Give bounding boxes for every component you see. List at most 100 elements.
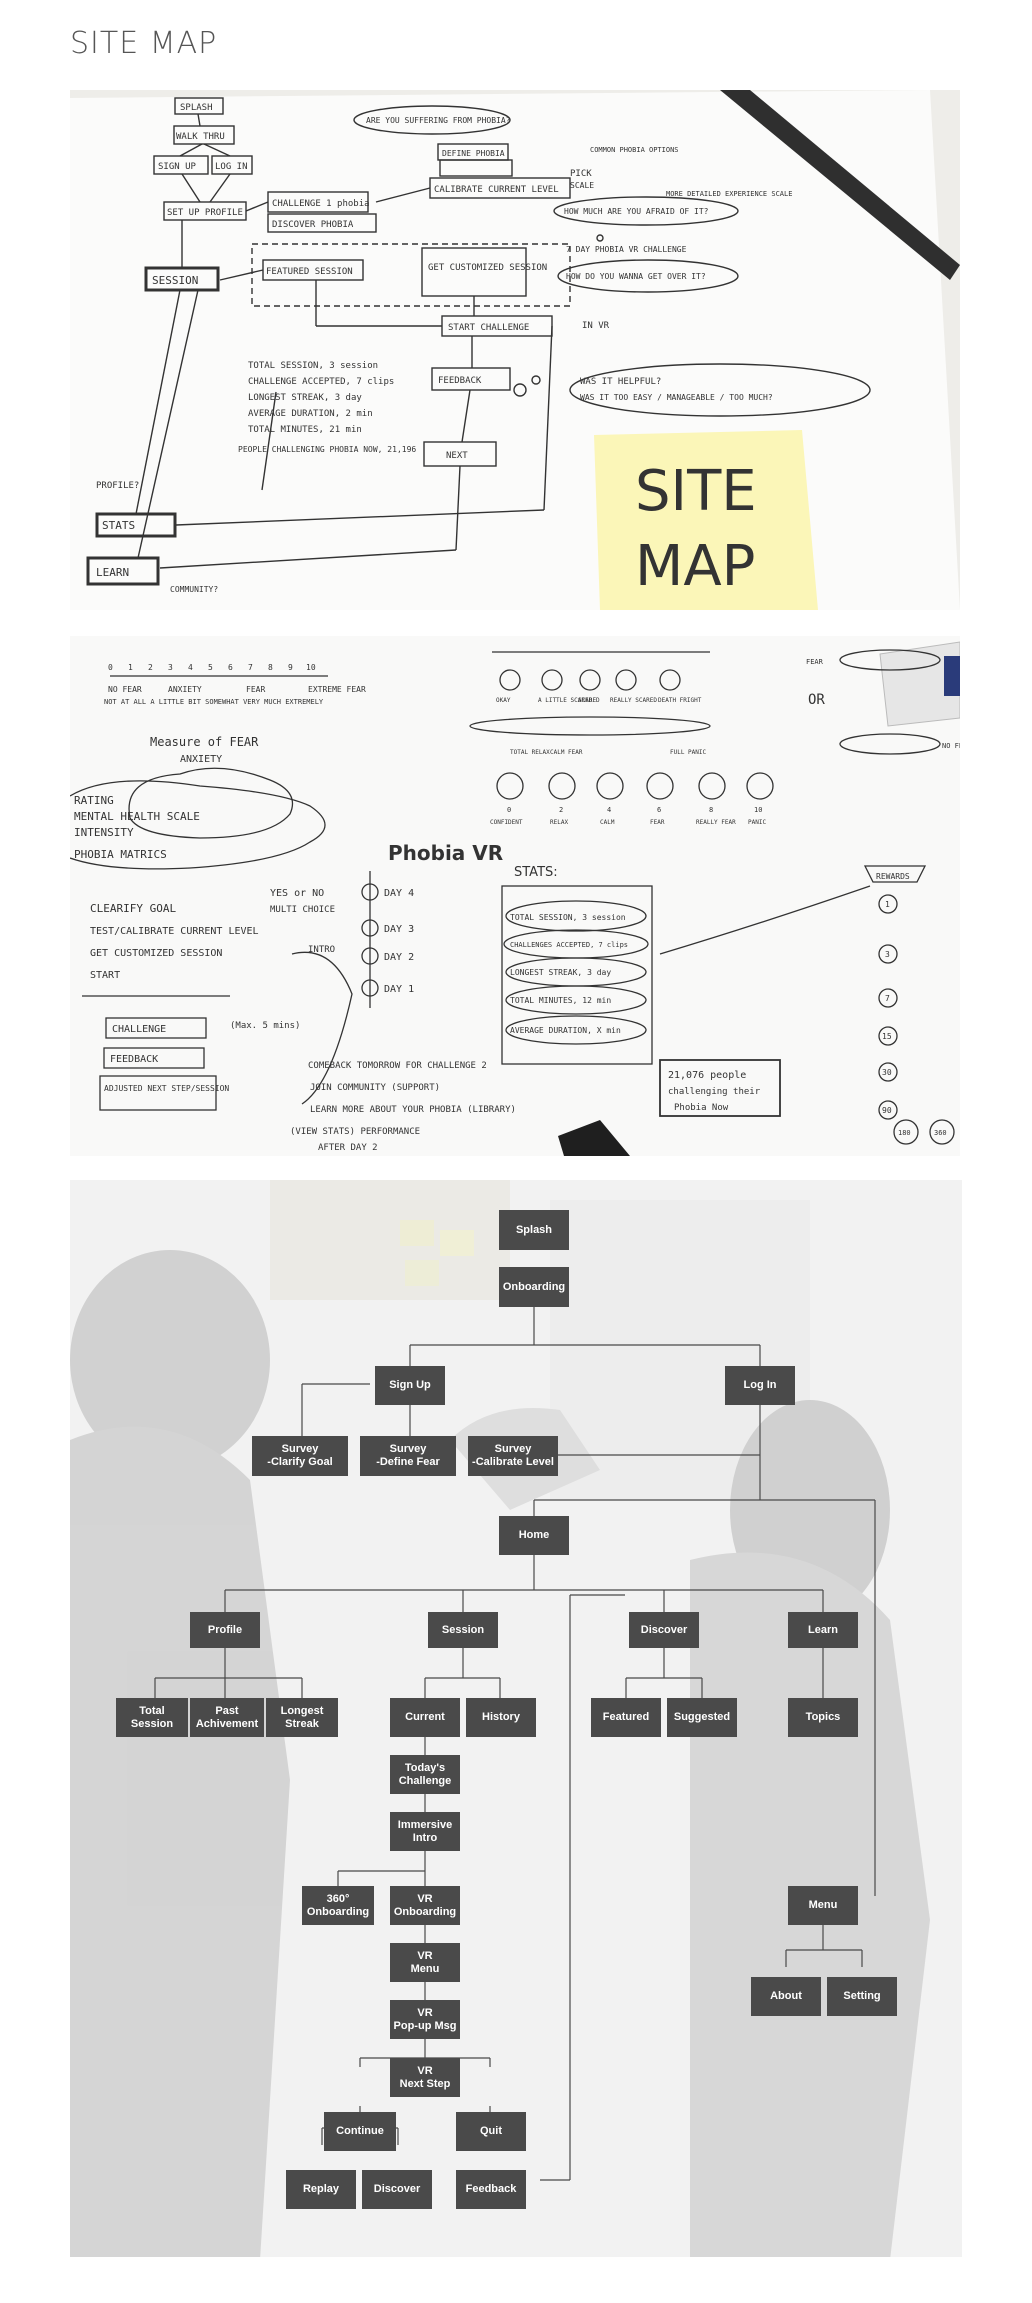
reward-3: 3 <box>885 950 890 959</box>
sketch1-stats-list: TOTAL SESSION, 3 session CHALLENGE ACCEP… <box>238 361 416 454</box>
sketch1-note-in-vr: IN VR <box>582 321 610 331</box>
people-1: 21,076 people <box>668 1070 746 1081</box>
step-2: TEST/CALIBRATE CURRENT LEVEL <box>90 926 259 937</box>
face-num-4: 4 <box>607 806 611 814</box>
scale-num-9: 9 <box>288 663 293 672</box>
node-discover-2: Discover <box>362 2170 432 2209</box>
sticky-note-line-1: SITE <box>635 459 757 524</box>
step-3: GET CUSTOMIZED SESSION <box>90 948 222 959</box>
node-vr-popup-msg: VR Pop-up Msg <box>390 2000 460 2039</box>
face-num-0: 0 <box>507 806 511 814</box>
step-4: START <box>90 970 120 981</box>
pen-image <box>720 90 960 280</box>
reward-7: 7 <box>885 994 890 1003</box>
node-about: About <box>751 1977 821 2016</box>
reward-1: 1 <box>885 900 890 909</box>
pen-image <box>558 1120 630 1156</box>
node-setting: Setting <box>827 1977 897 2016</box>
node-featured: Featured <box>591 1698 661 1737</box>
scale-num-4: 4 <box>188 663 193 672</box>
face-label-1: OKAY <box>496 697 511 704</box>
face-word-6: PANIC <box>748 819 766 826</box>
sketch1-bubble-easy: WAS IT TOO EASY / MANAGEABLE / TOO MUCH? <box>580 393 773 402</box>
view-stats: (VIEW STATS) PERFORMANCE <box>290 1127 420 1137</box>
node-total-session: Total Session <box>116 1698 188 1737</box>
sketch-photo-2: 0 1 2 3 4 5 6 7 8 9 10 NO FEAR ANXIETY F… <box>70 636 960 1156</box>
node-topics: Topics <box>788 1698 858 1737</box>
node-survey-define-fear: Survey -Define Fear <box>360 1436 456 1476</box>
reward-90: 90 <box>882 1106 892 1115</box>
face-word-5: REALLY FEAR <box>696 819 736 826</box>
reward-180: 180 <box>898 1129 911 1137</box>
sketch1-bubble-suffering: ARE YOU SUFFERING FROM PHOBIA? <box>366 116 511 125</box>
rating-2: MENTAL HEALTH SCALE <box>74 810 200 823</box>
sketch1-bubble-cover: HOW DO YOU WANNA GET OVER IT? <box>566 272 706 281</box>
full-panic: FULL PANIC <box>670 749 707 756</box>
sketch1-note-days: 7 DAY PHOBIA VR CHALLENGE <box>566 245 687 254</box>
intro-label: INTRO <box>308 945 335 955</box>
scale-label-fear: FEAR <box>246 685 265 694</box>
fear-faces <box>496 669 774 800</box>
join-community: JOIN COMMUNITY (SUPPORT) <box>310 1083 440 1093</box>
sticky-note-line-2: MAP <box>635 534 755 599</box>
step-1: CLEARIFY GOAL <box>90 902 176 915</box>
sketch1-note-pick: PICK <box>570 169 592 179</box>
sketch1-calibrate: CALIBRATE CURRENT LEVEL <box>434 185 559 195</box>
sketch1-note-community: COMMUNITY? <box>170 585 218 594</box>
face-label-2: A LITTLE SCARED <box>538 697 593 704</box>
yes-no: YES or NO <box>270 888 324 899</box>
node-vr-next-step: VR Next Step <box>390 2058 460 2097</box>
scale-sub: NOT AT ALL A LITTLE BIT SOMEWHAT VERY MU… <box>104 698 324 706</box>
sketch1-define: DEFINE PHOBIA <box>442 149 505 158</box>
node-past-achievement: Past Achivement <box>190 1698 264 1737</box>
sketch1-stats: STATS <box>102 519 135 532</box>
node-survey-calibrate-level: Survey -Calibrate Level <box>468 1436 558 1476</box>
max-mins: (Max. 5 mins) <box>230 1021 300 1031</box>
node-current: Current <box>390 1698 460 1737</box>
node-home: Home <box>499 1516 569 1555</box>
sketch-photo-1: SITE MAP <box>70 90 960 610</box>
day-1: DAY 1 <box>384 984 414 995</box>
adjusted-box: ADJUSTED NEXT STEP/SESSION <box>104 1084 229 1093</box>
stats-title: STATS: <box>514 865 558 880</box>
scale-num-6: 6 <box>228 663 233 672</box>
sketch1-stat-4: AVERAGE DURATION, 2 min <box>248 409 373 419</box>
face-word-1: CONFIDENT <box>490 819 523 826</box>
come-back: COMEBACK TOMORROW FOR CHALLENGE 2 <box>308 1061 487 1071</box>
node-quit: Quit <box>456 2112 526 2151</box>
fear-top: FEAR <box>806 658 824 666</box>
face-label-5: DEATH FRIGHT <box>658 697 702 704</box>
sketch1-note-profile: PROFILE? <box>96 481 139 491</box>
challenge-box: CHALLENGE <box>112 1024 166 1035</box>
node-vr-menu: VR Menu <box>390 1943 460 1982</box>
or-label: OR <box>808 692 825 708</box>
sketch1-stat-6: PEOPLE CHALLENGING PHOBIA NOW, 21,196 <box>238 445 416 454</box>
face-num-2: 2 <box>559 806 563 814</box>
node-immersive-intro: Immersive Intro <box>390 1812 460 1851</box>
sketch1-stat-5: TOTAL MINUTES, 21 min <box>248 425 362 435</box>
scale-num-3: 3 <box>168 663 173 672</box>
sketch1-log-in: LOG IN <box>215 162 248 172</box>
sitemap-panel: Splash Onboarding Sign Up Log In Survey … <box>70 1180 962 2257</box>
node-discover: Discover <box>629 1612 699 1648</box>
reward-15: 15 <box>882 1032 892 1041</box>
sketch1-stat-1: TOTAL SESSION, 3 session <box>248 361 378 371</box>
face-word-4: FEAR <box>650 819 665 826</box>
scale-num-8: 8 <box>268 663 273 672</box>
measure-fear: Measure of FEAR <box>150 735 259 749</box>
node-sign-up: Sign Up <box>375 1366 445 1405</box>
reward-30: 30 <box>882 1068 892 1077</box>
day-3: DAY 3 <box>384 924 414 935</box>
node-log-in: Log In <box>725 1366 795 1405</box>
sketch1-bubble-afraid: HOW MUCH ARE YOU AFRAID OF IT? <box>564 207 709 216</box>
phobia-vr-title: Phobia VR <box>388 841 503 865</box>
face-label-4: REALLY SCARED <box>610 697 657 704</box>
node-profile: Profile <box>190 1612 260 1648</box>
stat-item-4: TOTAL MINUTES, 12 min <box>510 996 611 1005</box>
calm-fear: CALM FEAR <box>550 749 583 756</box>
node-splash: Splash <box>499 1210 569 1250</box>
stat-item-2: CHALLENGES ACCEPTED, 7 clips <box>510 941 628 949</box>
stat-item-5: AVERAGE DURATION, X min <box>510 1026 621 1035</box>
sketch1-note-common: COMMON PHOBIA OPTIONS <box>590 146 679 154</box>
people-3: Phobia Now <box>674 1103 729 1113</box>
